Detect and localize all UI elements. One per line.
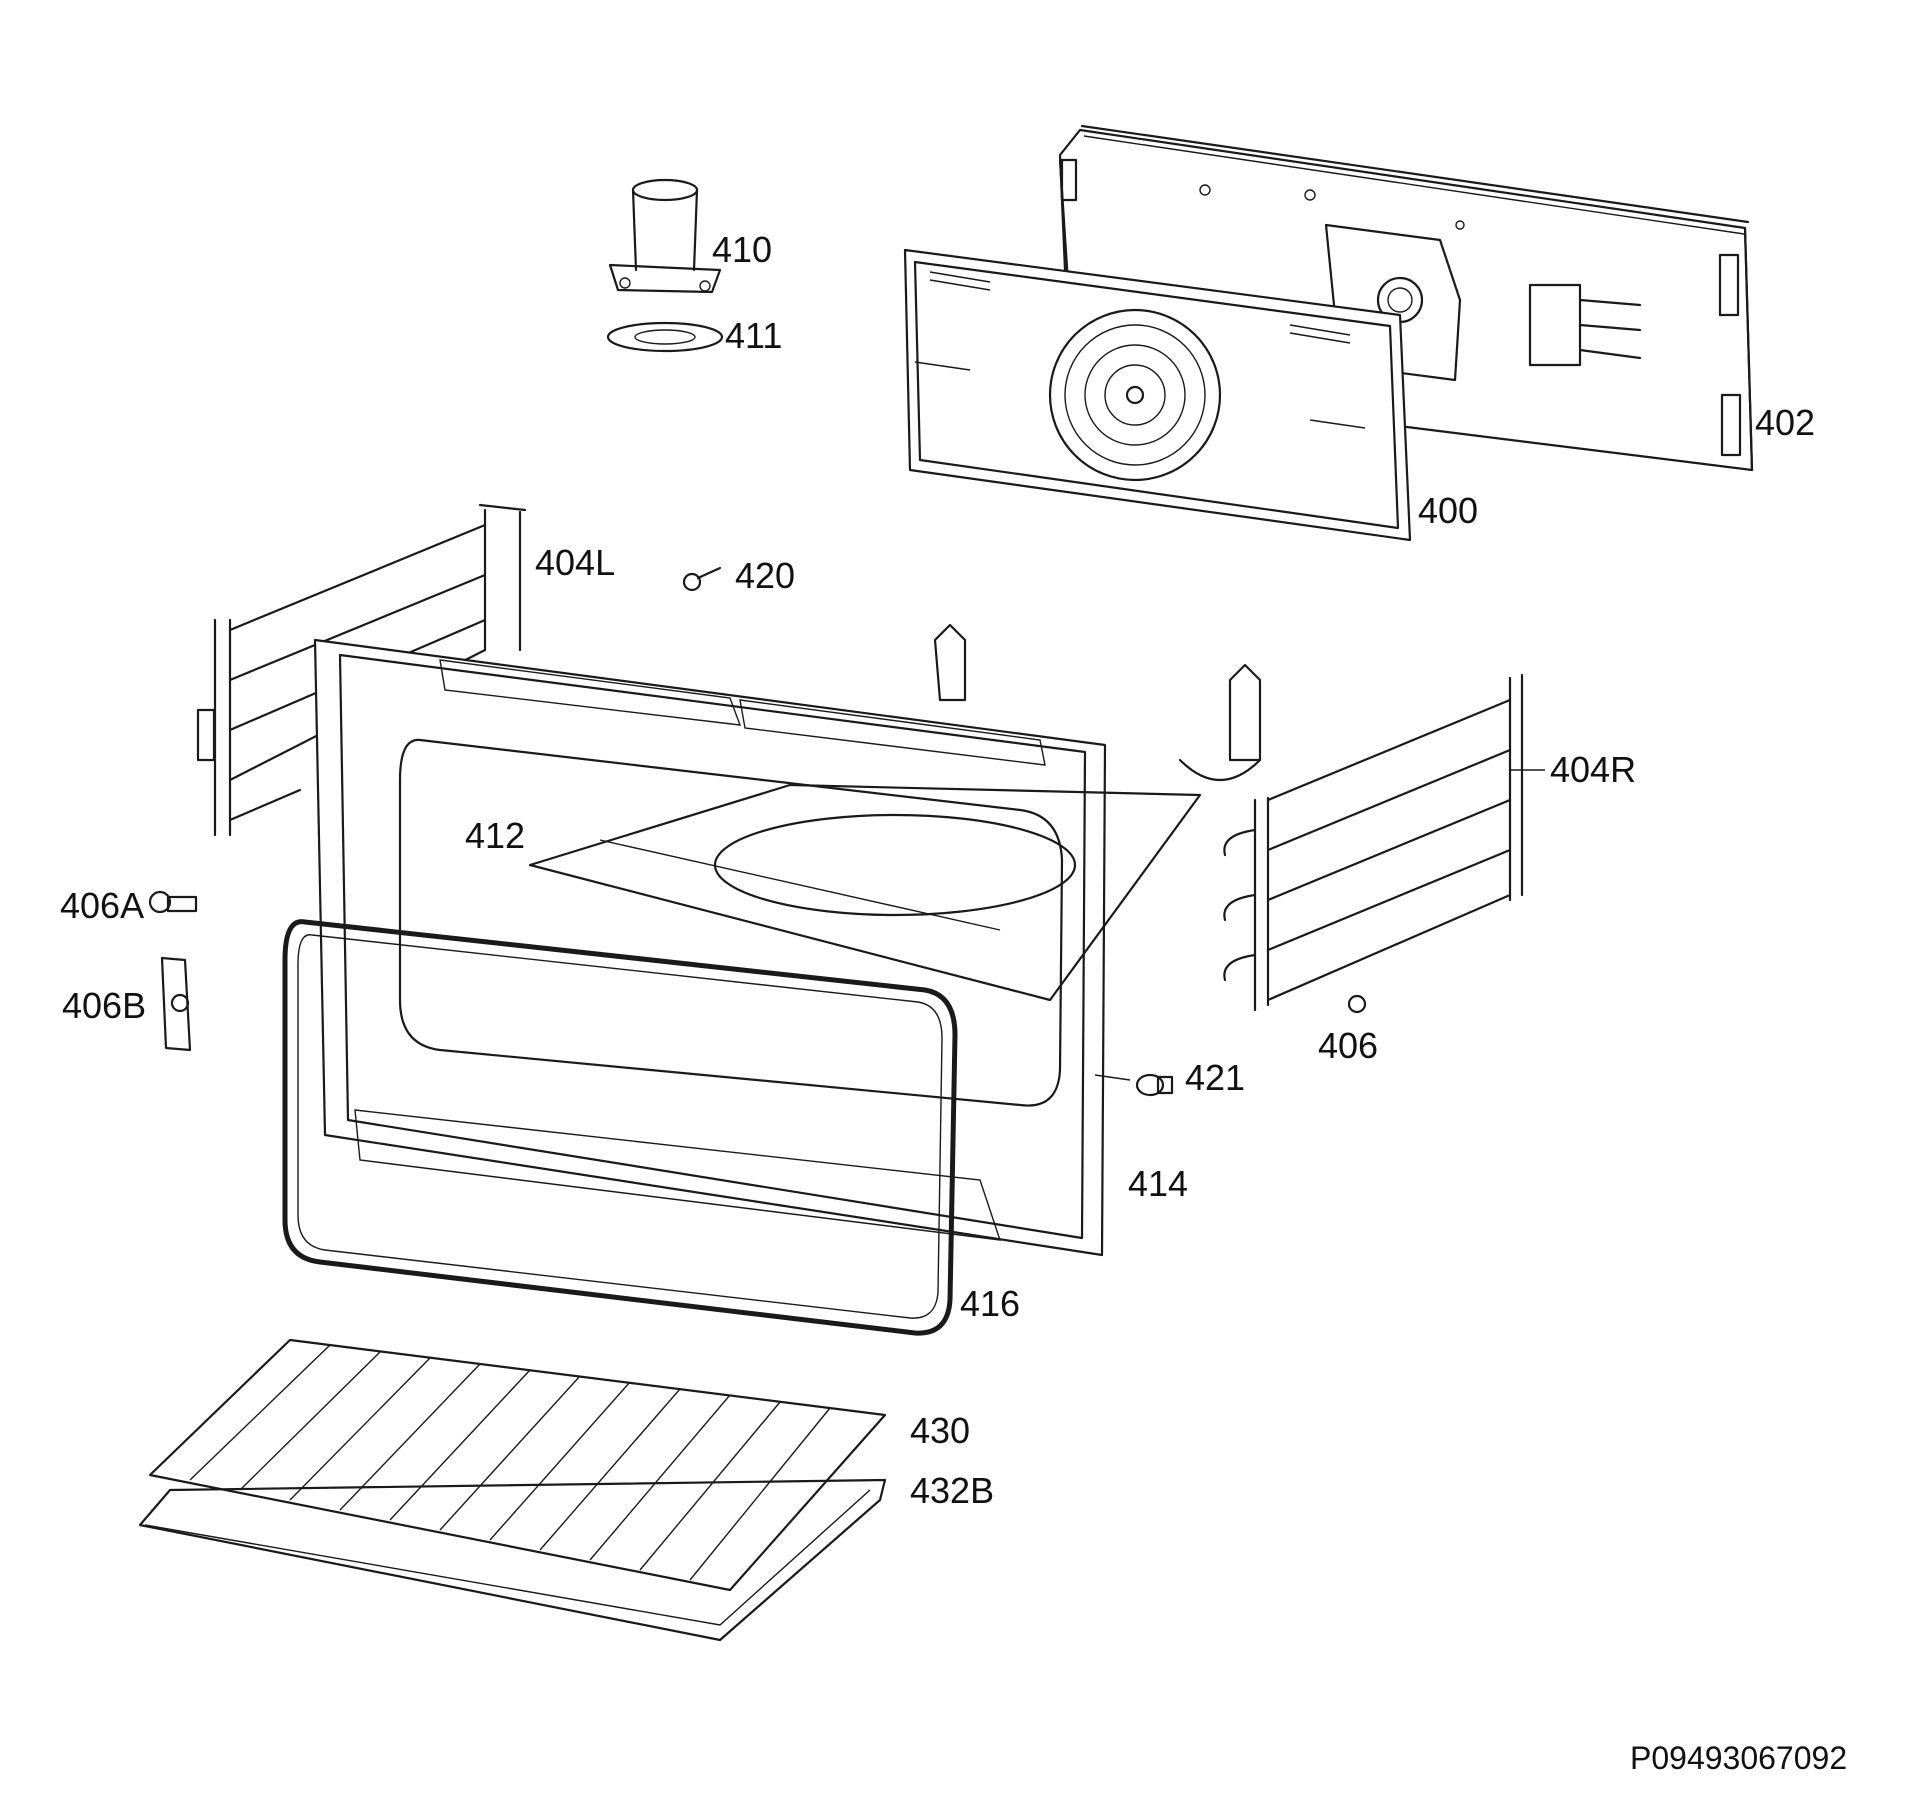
baking-tray-432B	[138, 1478, 887, 1642]
label-414: 414	[1128, 1163, 1189, 1204]
label-411: 411	[725, 315, 783, 356]
label-432B: 432B	[910, 1470, 995, 1511]
screw-420	[682, 566, 722, 592]
label-404L: 404L	[535, 542, 616, 583]
label-404R: 404R	[1550, 749, 1637, 790]
label-400: 400	[1418, 490, 1479, 531]
label-416: 416	[960, 1283, 1021, 1324]
part-406	[1347, 994, 1367, 1014]
label-420: 420	[735, 555, 796, 596]
door-seal-416	[282, 919, 958, 1336]
label-406: 406	[1318, 1025, 1379, 1066]
label-406A: 406A	[60, 885, 145, 926]
lamp-cover-406B	[160, 956, 192, 1052]
part-410	[608, 178, 722, 294]
document-id: P09493067092	[1630, 1740, 1848, 1776]
label-402: 402	[1755, 402, 1816, 443]
rack-404R	[1223, 673, 1524, 1012]
wire-shelf-430	[148, 1338, 887, 1592]
bracket-supports	[933, 623, 1262, 781]
label-406B: 406B	[62, 985, 147, 1026]
leader-lines	[1094, 769, 1545, 1081]
part-421	[1135, 1073, 1174, 1097]
label-410: 410	[712, 229, 773, 270]
label-421: 421	[1185, 1057, 1246, 1098]
tray-412	[528, 783, 1202, 1002]
fan-cover-400	[903, 248, 1412, 542]
label-430: 430	[910, 1410, 971, 1451]
lamp-406A	[148, 890, 198, 914]
label-412: 412	[465, 815, 526, 856]
door-frame-414	[313, 638, 1107, 1257]
part-411	[606, 321, 724, 353]
